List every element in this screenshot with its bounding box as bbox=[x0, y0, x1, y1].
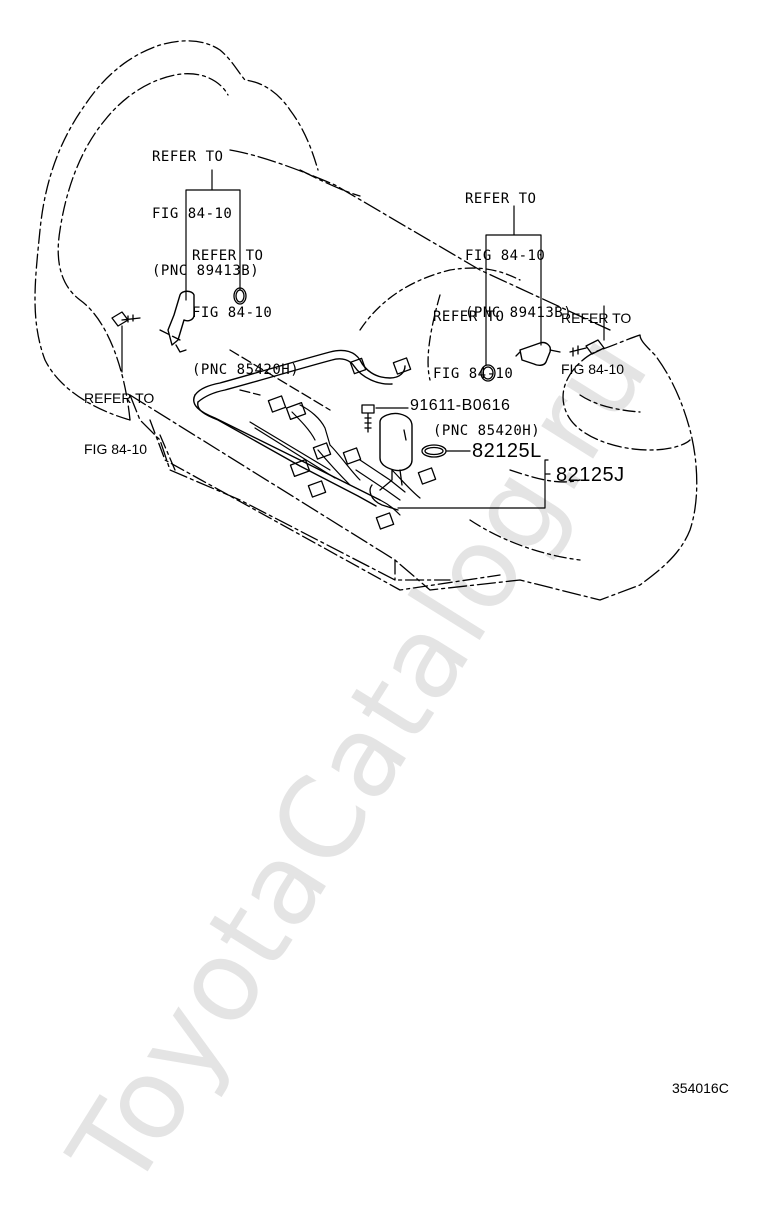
oil-pan bbox=[149, 419, 501, 591]
callout-refer-right-bolt: REFER TO FIG 84-10 bbox=[561, 276, 631, 412]
callout-line: REFER TO bbox=[465, 191, 537, 207]
callout-refer-89413b-right: REFER TO FIG 84-10 (PNC 89413B) bbox=[465, 152, 572, 361]
connector bbox=[267, 395, 287, 413]
part-number-clamp: 82125L bbox=[472, 440, 542, 462]
callout-refer-85420h-left: REFER TO FIG 84-10 (PNC 85420H) bbox=[192, 209, 299, 418]
callout-line: FIG 84-10 bbox=[152, 206, 233, 222]
right-bolt bbox=[569, 339, 605, 357]
case-body bbox=[129, 334, 698, 601]
figure-reference: 354016C bbox=[672, 1080, 729, 1096]
callout-line: FIG 84-10 bbox=[465, 248, 546, 264]
callout-line: REFER TO bbox=[152, 149, 224, 165]
callout-refer-85420h-right: REFER TO FIG 84-10 (PNC 85420H) bbox=[433, 270, 540, 479]
callout-line: FIG 84-10 bbox=[192, 305, 273, 321]
right-oring bbox=[480, 364, 496, 382]
callout-line: FIG 84-10 bbox=[561, 361, 625, 377]
callout-refer-89413b-left: REFER TO FIG 84-10 (PNC 89413B) bbox=[152, 110, 259, 319]
leader-harness bbox=[397, 459, 551, 509]
left-bolt bbox=[111, 311, 141, 327]
callout-line: (PNC 89413B) bbox=[465, 305, 573, 321]
callout-line: REFER TO bbox=[84, 390, 155, 406]
callout-line: FIG 84-10 bbox=[433, 366, 514, 382]
callout-line: (PNC 85420H) bbox=[192, 362, 300, 378]
leader-left-top bbox=[185, 169, 241, 301]
wire-harness bbox=[194, 349, 406, 396]
part-number-bolt: 91611-B0616 bbox=[410, 397, 511, 414]
solenoid-body bbox=[379, 412, 413, 472]
callout-line: REFER TO bbox=[561, 310, 632, 326]
leader-right-top bbox=[485, 205, 542, 366]
part-number-harness: 82125J bbox=[556, 464, 625, 486]
callout-line: REFER TO bbox=[192, 248, 264, 264]
right-speed-sensor bbox=[519, 341, 552, 367]
callout-line: FIG 84-10 bbox=[84, 441, 148, 457]
bolt-91611 bbox=[361, 404, 375, 433]
bell-housing-outline bbox=[34, 40, 319, 421]
case-top-line bbox=[229, 149, 611, 331]
parts-diagram: REFER TO FIG 84-10 (PNC 89413B) REFER TO… bbox=[34, 40, 729, 1210]
callout-line: (PNC 85420H) bbox=[433, 423, 541, 439]
transmission-illustration bbox=[34, 40, 698, 601]
callout-refer-left-bolt: REFER TO FIG 84-10 bbox=[84, 356, 154, 492]
callout-line: (PNC 89413B) bbox=[152, 263, 260, 279]
callout-line: REFER TO bbox=[433, 309, 505, 325]
